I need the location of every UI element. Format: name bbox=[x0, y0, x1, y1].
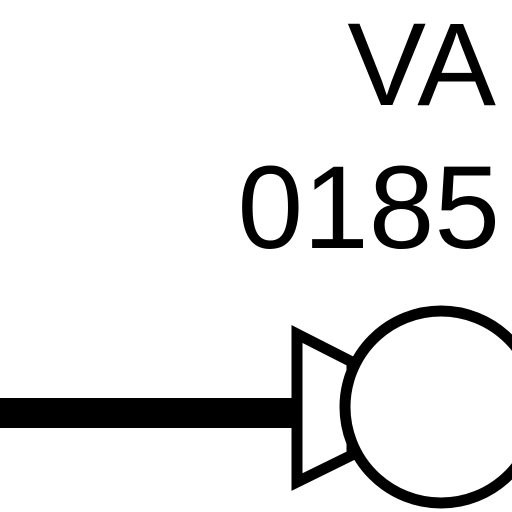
tag-label-line2: 0185 bbox=[237, 142, 500, 274]
tag-label-line1: VA bbox=[347, 0, 496, 131]
valve-actuator-icon bbox=[339, 305, 512, 509]
process-line bbox=[0, 398, 300, 428]
